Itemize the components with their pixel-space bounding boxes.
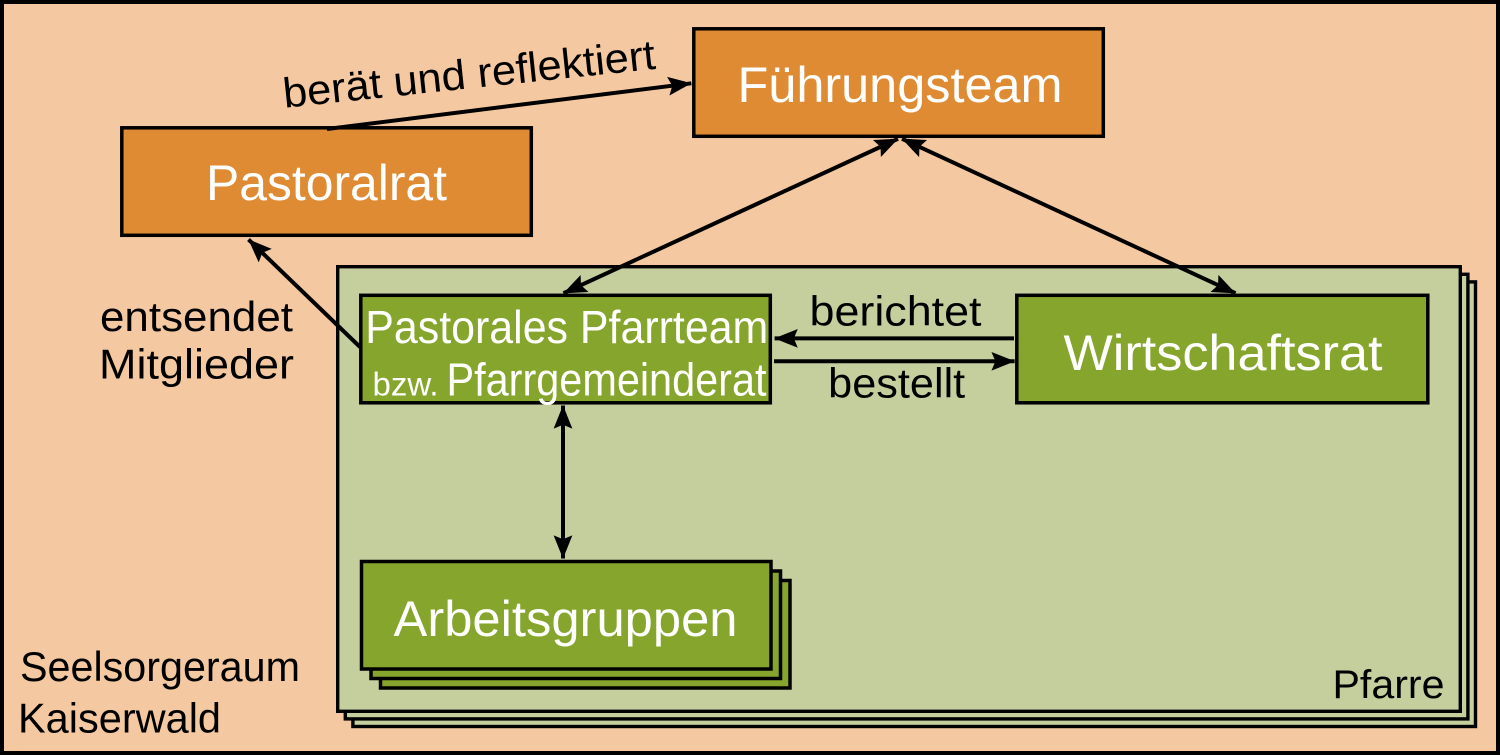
svg-text:Pfarre: Pfarre: [1333, 663, 1445, 707]
svg-text:Mitglieder: Mitglieder: [99, 340, 294, 387]
svg-text:Führungsteam: Führungsteam: [738, 57, 1063, 113]
svg-text:entsendet: entsendet: [100, 293, 293, 340]
svg-text:Kaiserwald: Kaiserwald: [18, 694, 221, 741]
svg-text:Wirtschaftsrat: Wirtschaftsrat: [1064, 325, 1383, 381]
svg-text:Arbeitsgruppen: Arbeitsgruppen: [394, 591, 738, 647]
svg-text:Seelsorgeraum: Seelsorgeraum: [20, 643, 300, 690]
svg-text:Pastoralrat: Pastoralrat: [206, 155, 447, 211]
svg-text:Pfarrgemeinderat: Pfarrgemeinderat: [447, 354, 767, 406]
svg-text:Pastorales Pfarrteam: Pastorales Pfarrteam: [365, 301, 768, 353]
svg-text:berichtet: berichtet: [810, 288, 982, 335]
svg-text:bzw.: bzw.: [373, 366, 439, 403]
svg-text:bestellt: bestellt: [828, 359, 965, 406]
